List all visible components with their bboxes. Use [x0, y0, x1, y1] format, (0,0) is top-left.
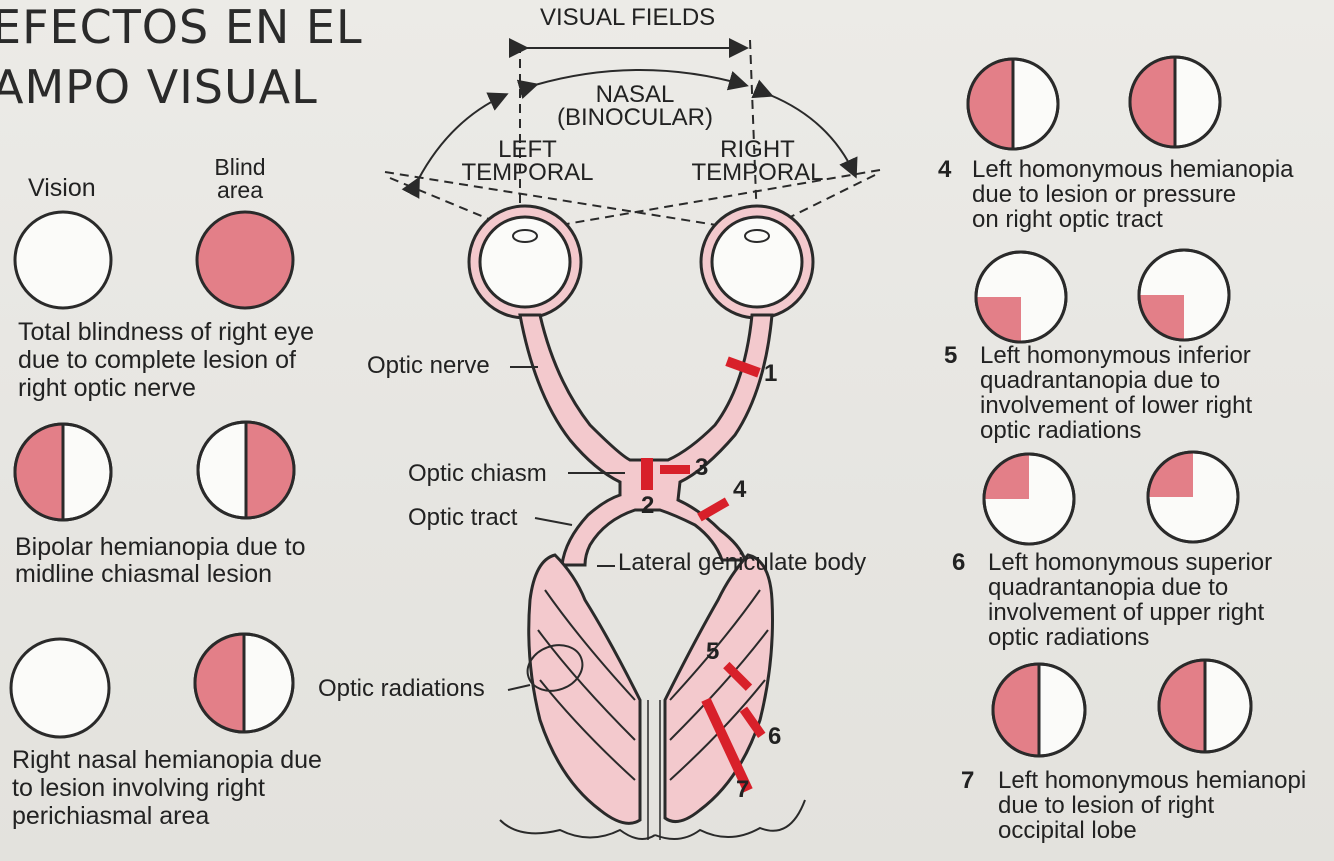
marker-3: 3	[695, 454, 709, 481]
field-circle-right-5a	[974, 250, 1068, 344]
caption-right-4: 4	[938, 157, 957, 182]
caption-right-5: 5	[944, 343, 963, 368]
marker-2: 2	[641, 492, 655, 519]
left-temporal-label: LEFT TEMPORAL	[461, 136, 594, 186]
field-circle-right-7b	[1157, 658, 1253, 754]
optic-pathway	[518, 313, 774, 567]
lgb-label: Lateral geniculate body	[618, 549, 867, 576]
blind-area-header: Blind area	[214, 154, 266, 203]
case-number-7: 7	[961, 767, 975, 794]
optic-nerve-label: Optic nerve	[367, 352, 490, 379]
field-circle-right-7a	[991, 662, 1087, 758]
optic-chiasm-label: Optic chiasm	[408, 460, 547, 487]
lesion-5	[723, 661, 753, 691]
lesion-2	[641, 458, 653, 490]
field-circle-left-2b	[196, 420, 296, 520]
caption-right-6-text: Left homonymous superior quadrantanopia …	[988, 549, 1273, 651]
page-title-line1: EFECTOS EN EL	[0, 0, 363, 54]
caption-right-5-text: Left homonymous inferior quadrantanopia …	[980, 342, 1253, 444]
marker-5: 5	[706, 638, 720, 665]
lesion-7	[701, 697, 753, 793]
caption-left-3: Right nasal hemianopia due to lesion inv…	[12, 746, 322, 830]
optic-radiations-label: Optic radiations	[318, 675, 485, 702]
field-circle-blind-1	[195, 210, 295, 310]
left-temporal-arc	[401, 92, 509, 199]
caption-left-2: Bipolar hemianopia due to midline chiasm…	[15, 533, 306, 588]
case-number-6: 6	[952, 549, 966, 576]
caption-right-4-text: Left homonymous hemianopia due to lesion…	[972, 156, 1294, 233]
marker-4: 4	[733, 476, 747, 503]
case-number-5: 5	[944, 342, 958, 369]
marker-1: 1	[764, 360, 778, 387]
case-number-4: 4	[938, 156, 952, 183]
field-circle-right-6a	[982, 452, 1076, 546]
eyes	[467, 204, 815, 320]
lesion-6	[739, 706, 766, 738]
nasal-arc-arrow	[516, 69, 749, 100]
marker-7: 7	[736, 776, 750, 803]
vision-header: Vision	[28, 174, 96, 202]
field-circle-left-2a	[13, 422, 113, 522]
optic-tract-label: Optic tract	[408, 504, 518, 531]
field-circle-right-4a	[966, 57, 1060, 151]
page-title-line2: AMPO VISUAL	[0, 60, 318, 114]
field-circle-right-4b	[1128, 55, 1222, 149]
field-circle-left-3a	[9, 637, 111, 739]
marker-6: 6	[768, 723, 782, 750]
field-circle-vision-1	[13, 210, 113, 310]
visual-fields-label: VISUAL FIELDS	[540, 4, 716, 31]
lesion-marks	[641, 356, 766, 793]
field-circle-right-5b	[1137, 248, 1231, 342]
lesion-1	[725, 356, 761, 378]
caption-right-6: 6	[952, 550, 971, 575]
caption-right-7: 7	[961, 768, 980, 793]
lesion-3	[660, 465, 690, 474]
field-circle-right-6b	[1146, 450, 1240, 544]
caption-left-1: Total blindness of right eye due to comp…	[18, 318, 315, 402]
caption-right-7-text: Left homonymous hemianopi due to lesion …	[998, 767, 1307, 844]
nasal-label: NASAL (BINOCULAR)	[556, 81, 713, 131]
field-circle-left-3b	[193, 632, 295, 734]
lesion-4	[697, 497, 730, 522]
right-temporal-arc	[751, 79, 858, 179]
right-temporal-label: RIGHT TEMPORAL	[691, 136, 824, 186]
